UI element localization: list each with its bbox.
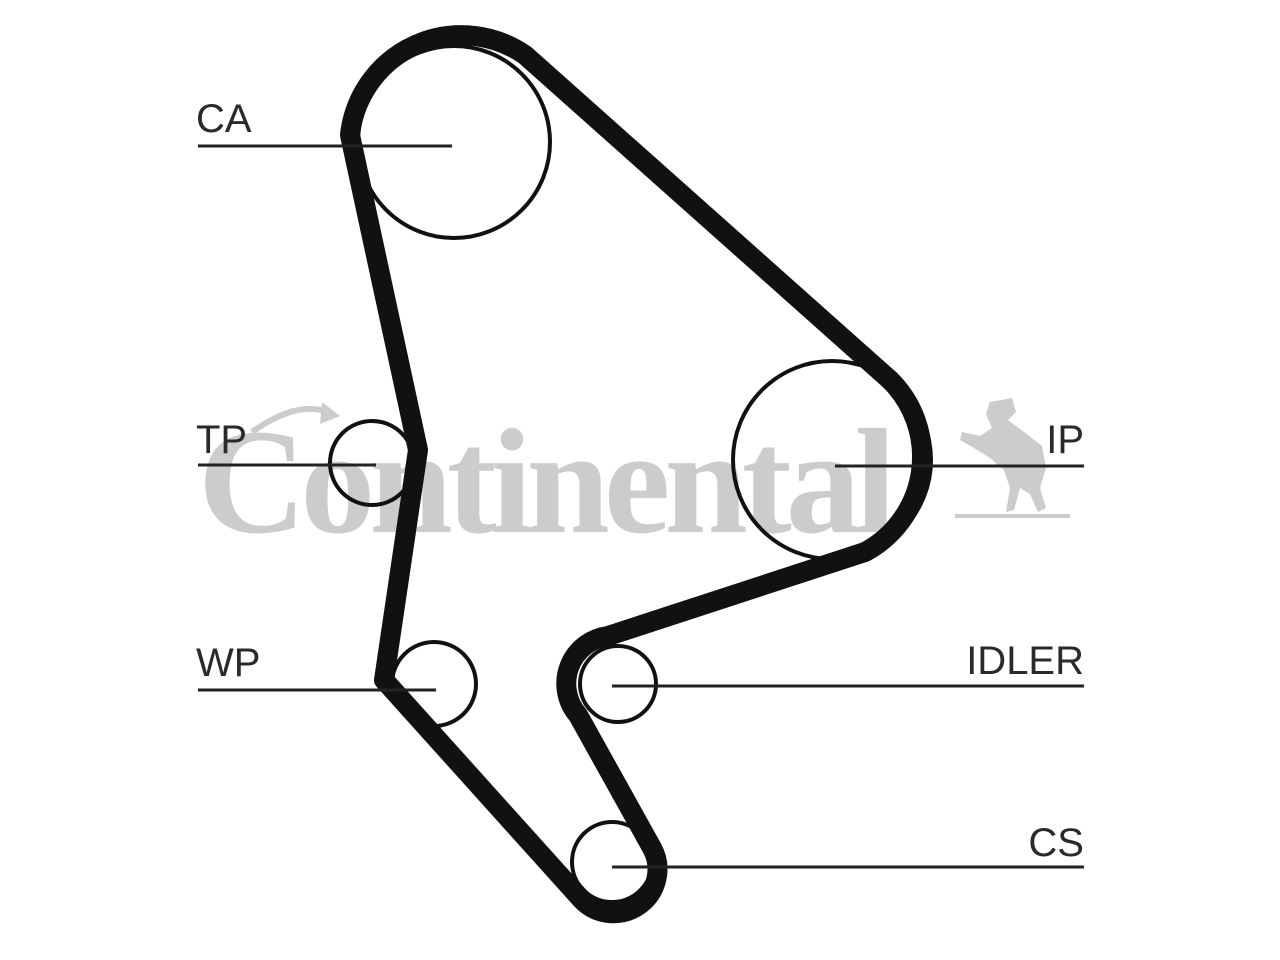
- rearing-horse-icon: [960, 398, 1046, 512]
- label-ip: IP: [1046, 418, 1084, 462]
- label-ca: CA: [196, 97, 252, 141]
- watermark-text: Continental: [198, 399, 895, 565]
- label-cs: CS: [1028, 821, 1084, 865]
- label-wp: WP: [196, 641, 260, 685]
- watermark: Continental: [198, 398, 1070, 565]
- watermark-swoosh-arrow-icon: [320, 402, 340, 424]
- watermark-underline: [955, 514, 1070, 518]
- label-idler: IDLER: [966, 639, 1084, 683]
- pulley-idler: [578, 644, 658, 724]
- leader-lines: [198, 144, 1084, 869]
- label-tp: TP: [196, 418, 247, 462]
- timing-belt: [340, 25, 933, 924]
- labels: CA TP IP WP IDLER CS: [196, 97, 1084, 865]
